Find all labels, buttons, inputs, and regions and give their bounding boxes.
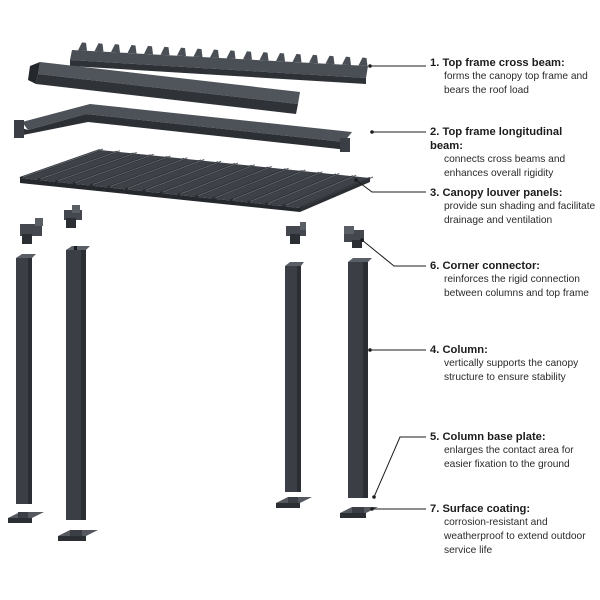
louver-blade-highlight [250,171,323,202]
callout-title: 3. Canopy louver panels: [430,187,563,199]
callout-title: 5. Column base plate: [430,431,546,443]
callout-column: 4. Column: vertically supports the canop… [430,343,596,385]
cross-beam-notch [177,47,186,57]
louver-blade-highlight [127,159,205,189]
cross-beam-notch [243,51,252,60]
corner-connector-4 [344,226,364,248]
callout-description: enlarges the contact area for easier fix… [444,445,574,470]
louver-blade-highlight [285,174,357,206]
column-base-plates [8,497,378,541]
callout-description: reinforces the rigid connection between … [444,274,589,299]
corner-connector-3 [286,222,306,244]
base-plate-3 [276,497,312,508]
cross-beam-notch [144,45,153,55]
leader-line-6 [361,239,426,267]
louver-blade-highlight [92,155,171,185]
louver-blade-highlight [197,166,272,197]
louver-blade-highlight [40,150,121,180]
louver-blade-highlight [267,173,340,204]
louver-blade-highlight [145,160,222,191]
column-3 [285,262,304,492]
callout-title: 4. Column: [430,344,488,356]
base-plate-2 [58,530,98,541]
column-4 [348,258,372,498]
callout-description: vertically supports the canopy structure… [444,358,579,383]
top-frame-longitudinal-beam [14,104,352,152]
cross-beam-notch [276,53,285,62]
cross-beam-notch [160,46,170,56]
column-1 [16,254,36,504]
cross-beam-notch [226,50,236,59]
callout-description: forms the canopy top frame and bears the… [444,71,588,96]
leader-lines [355,65,426,510]
cross-beam-notch [111,44,120,53]
callout-top-frame-cross-beam: 1. Top frame cross beam: forms the canop… [430,56,596,98]
cross-beam-notch [210,49,219,58]
callout-description: corrosion-resistant and weatherproof to … [444,517,586,556]
louver-blade-highlight [22,148,104,178]
corner-connector-2 [64,205,82,228]
louver-blade-highlight [110,157,188,187]
louver-blade-highlight [232,169,306,200]
corner-connector-1 [20,218,43,244]
corner-connectors [20,205,364,248]
leader-line-5 [373,436,426,498]
cross-beam-notch [309,54,318,64]
top-frame-square-beam [28,62,300,114]
louver-blade-highlight [180,164,256,195]
callout-top-frame-longitudinal-beam: 2. Top frame longitudinal beam: connects… [430,125,596,181]
cross-beam-notch [94,43,104,52]
louver-blade-highlight [57,152,137,182]
base-plate-4 [340,507,378,518]
callout-description: connects cross beams and enhances overal… [444,154,566,179]
top-frame-cross-beam [70,42,368,84]
leader-dots [354,64,376,511]
columns [16,246,372,520]
callout-title: 7. Surface coating: [430,503,531,515]
leader-line-3 [355,179,426,193]
cross-beam-notch [358,57,368,66]
cross-beam-notch [325,55,335,65]
louver-blade-highlight [215,167,289,199]
cross-beam-notch [127,45,137,54]
canopy-louver-panels [19,148,374,212]
cross-beam-notch [342,56,351,66]
cross-beam-notch [292,53,302,63]
cross-beam-notch [259,52,269,61]
callout-corner-connector: 6. Corner connector: reinforces the rigi… [430,259,596,301]
callout-surface-coating: 7. Surface coating: corrosion-resistant … [430,502,596,558]
callout-title: 1. Top frame cross beam: [430,57,565,69]
louver-blade-highlight [162,162,239,193]
callout-column-base-plate: 5. Column base plate: enlarges the conta… [430,430,596,472]
base-plate-1 [8,512,44,523]
callout-title: 2. Top frame longitudinal beam: [430,126,563,152]
callout-title: 6. Corner connector: [430,260,541,272]
callout-canopy-louver-panels: 3. Canopy louver panels: provide sun sha… [430,186,596,228]
cross-beam-notch [78,42,87,51]
callout-description: provide sun shading and facilitate drain… [444,201,596,226]
louver-blade-highlight [75,153,154,184]
column-2 [66,246,90,520]
cross-beam-notch [193,48,203,58]
